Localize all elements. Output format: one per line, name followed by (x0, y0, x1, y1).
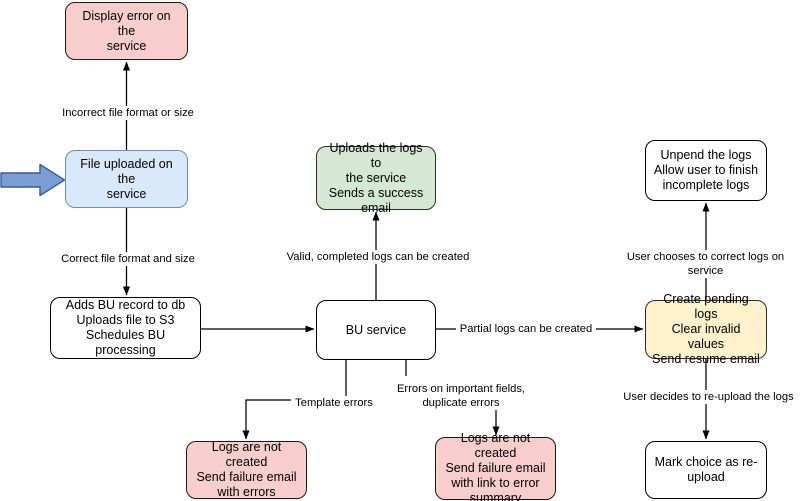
edge-label-valid-completed: Valid, completed logs can be created (283, 250, 473, 264)
node-bu-service[interactable]: BU service (316, 300, 436, 360)
node-file-uploaded[interactable]: File uploaded on the service (65, 150, 188, 208)
node-logs-not-created-fields[interactable]: Logs are not created Send failure email … (435, 431, 556, 501)
edge-label-correct-format: Correct file format and size (57, 252, 199, 266)
input-arrow-icon (0, 163, 66, 197)
edge-label-user-corrects: User chooses to correct logs on service (606, 250, 801, 278)
edge-label-partial-logs: Partial logs can be created (456, 322, 596, 336)
node-mark-choice-reupload[interactable]: Mark choice as re- upload (645, 441, 767, 499)
node-unpend-logs[interactable]: Unpend the logs Allow user to finish inc… (645, 140, 767, 201)
node-adds-bu-record[interactable]: Adds BU record to db Uploads file to S3 … (50, 297, 201, 359)
edge-label-errors-important: Errors on important fields, duplicate er… (392, 382, 530, 410)
node-logs-not-created-template[interactable]: Logs are not created Send failure email … (186, 440, 307, 499)
edge-label-incorrect-format: Incorrect file format or size (57, 106, 199, 120)
node-create-pending-logs[interactable]: Create pending logs Clear invalid values… (645, 292, 767, 366)
node-display-error[interactable]: Display error on the service (65, 2, 188, 60)
edge-label-user-reupload: User decides to re-upload the logs (615, 390, 801, 404)
node-uploads-logs[interactable]: Uploads the logs to the service Sends a … (316, 141, 436, 215)
edge-label-template-errors: Template errors (291, 396, 377, 410)
